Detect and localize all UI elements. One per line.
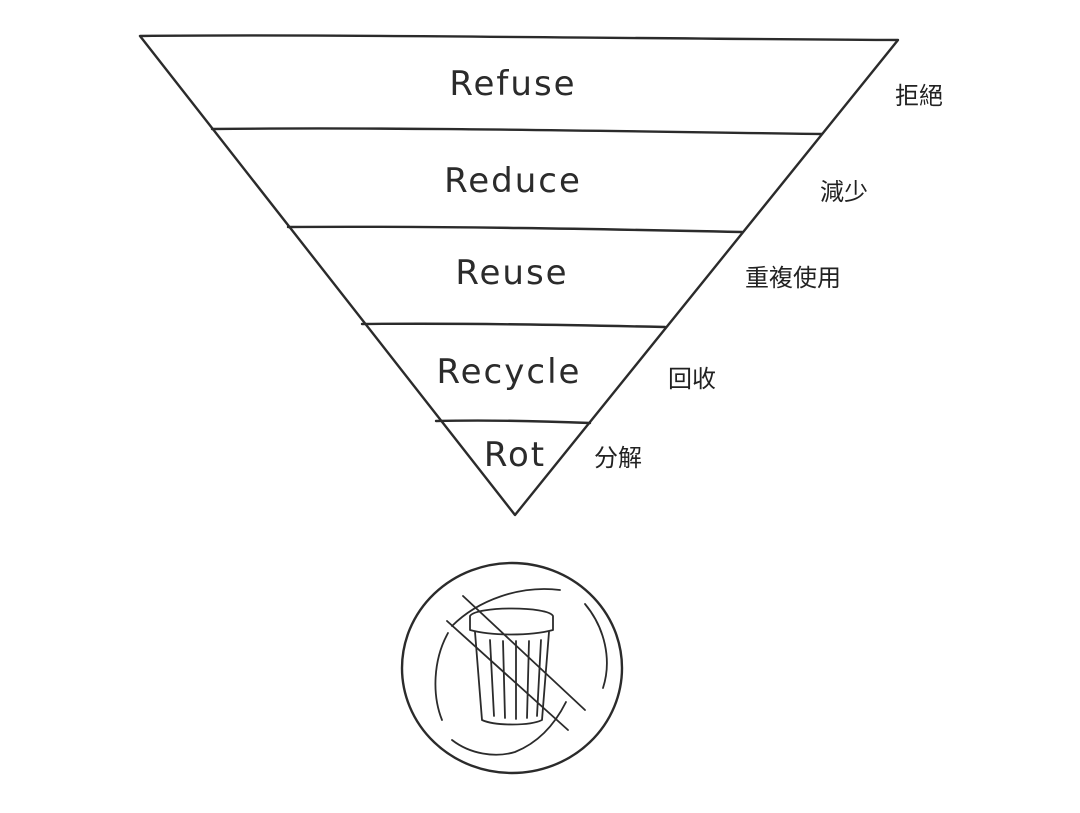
pyramid-divider-1 xyxy=(212,128,822,134)
level-label-reduce-zh: 減少 xyxy=(820,178,868,206)
prohibition-inner-ring-right xyxy=(585,604,607,688)
level-label-refuse-zh: 拒絕 xyxy=(895,82,943,110)
level-label-reuse-zh: 重複使用 xyxy=(745,264,841,292)
prohibition-outer-ring xyxy=(402,563,622,773)
level-label-refuse: Refuse xyxy=(449,64,576,104)
level-label-rot-zh: 分解 xyxy=(594,444,642,472)
pyramid-divider-3 xyxy=(362,324,665,327)
level-label-reuse: Reuse xyxy=(455,253,568,293)
level-label-rot: Rot xyxy=(484,435,546,475)
no-trash-can-icon xyxy=(402,563,622,773)
prohibition-inner-ring-lower xyxy=(452,702,566,755)
pyramid-divider-4 xyxy=(436,421,590,423)
trash-can-ribs xyxy=(490,640,541,719)
level-label-reduce: Reduce xyxy=(444,161,582,201)
trash-can-icon xyxy=(470,609,553,725)
trash-can-lid xyxy=(470,609,553,635)
level-label-recycle-zh: 回收 xyxy=(668,365,716,393)
pyramid-divider-2 xyxy=(288,227,742,232)
level-label-recycle: Recycle xyxy=(437,352,582,392)
